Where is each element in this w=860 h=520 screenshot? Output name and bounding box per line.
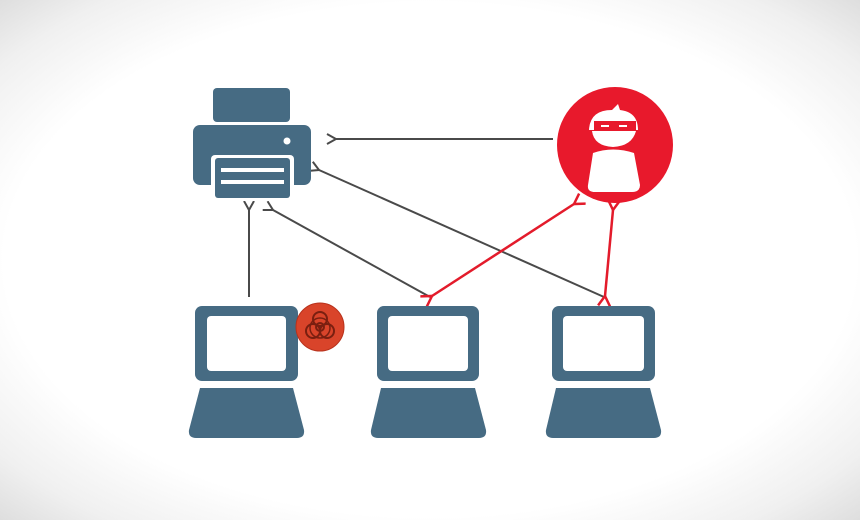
laptop-icon-2: [370, 306, 487, 438]
arrow-laptop2-attacker: [432, 204, 574, 296]
arrow-laptop2-to-printer: [273, 210, 431, 298]
hacker-icon: [557, 87, 673, 203]
printer-icon: [193, 88, 311, 201]
arrow-laptop3-attacker: [605, 210, 613, 296]
edges: [249, 139, 613, 297]
biohazard-icon: [295, 302, 345, 352]
laptop-icon-3: [545, 306, 662, 438]
laptop-icon-1: [188, 306, 305, 438]
